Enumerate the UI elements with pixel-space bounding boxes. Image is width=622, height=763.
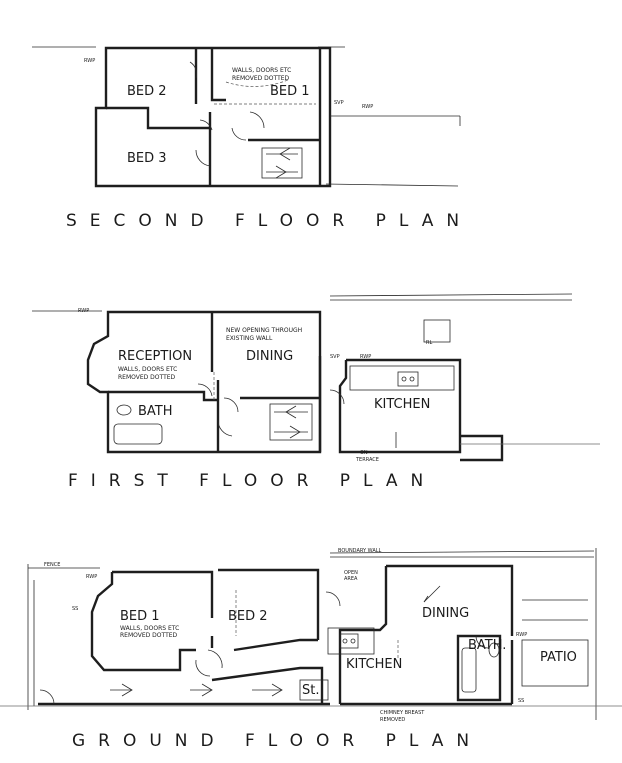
ground-room-patio-label: PATIO: [540, 650, 577, 665]
first-floor-walls-note-line-2: REMOVED DOTTED: [118, 374, 176, 381]
ground-room-dining-label: DINING: [422, 606, 469, 621]
new-opening-note-line-1: NEW OPENING THROUGH: [226, 327, 302, 334]
ground-floor-ss-label: SS: [72, 606, 78, 612]
ground-floor-walls-note-line-2: REMOVED DOTTED: [120, 632, 178, 639]
first-floor-rwp-label: RWP: [78, 308, 89, 314]
new-opening-note-line-2: EXISTING WALL: [226, 335, 273, 342]
second-floor-plan: RWP SVP RWP BED 2 BED 1 BED 3 WALLS, DOO…: [32, 46, 461, 188]
chimney-note-line-2: REMOVED: [380, 717, 405, 723]
second-floor-rwp-label: RWP: [84, 58, 95, 64]
stairs-label: St.: [302, 683, 319, 698]
second-floor-svp-label: SVP: [334, 100, 344, 106]
ground-floor-rwp-label: RWP: [86, 574, 97, 580]
boundary-wall-label: BOUNDARY WALL: [338, 548, 382, 554]
first-floor-walls-note-line-1: WALLS, DOORS ETC: [118, 366, 177, 373]
first-floor-plan-title: FIRST FLOOR PLAN: [68, 471, 437, 491]
terrace-note-line-2: TERRACE: [355, 457, 379, 463]
chimney-note-line-1: CHIMNEY BREAST: [380, 710, 425, 716]
patio-rwp-label: RWP: [516, 632, 527, 638]
walls-removed-note-line-1: WALLS, DOORS ETC: [232, 67, 291, 74]
room-bed-1-label: BED 1: [270, 84, 310, 99]
room-bed-3-label: BED 3: [127, 151, 167, 166]
ground-floor-walls-note-line-1: WALLS, DOORS ETC: [120, 625, 179, 632]
first-floor-plan: RWP SVP RWP RL RECEPTION DINING BATH KIT…: [32, 293, 600, 463]
first-floor-rl-label: RL: [426, 340, 432, 346]
patio-ss-label: SS: [518, 698, 524, 704]
first-floor-rwp-right-label: RWP: [360, 354, 371, 360]
open-area-note-line-1: OPEN: [344, 570, 358, 576]
second-floor-rwp-right-label: RWP: [362, 104, 373, 110]
room-dining-label: DINING: [246, 349, 293, 364]
fence-label: FENCE: [44, 562, 60, 568]
room-kitchen-label: KITCHEN: [374, 397, 430, 412]
room-bed-2-label: BED 2: [127, 84, 167, 99]
ground-room-kitchen-label: KITCHEN: [346, 657, 402, 672]
ground-floor-plan-title: GROUND FLOOR PLAN: [72, 731, 483, 751]
ground-room-bed-1-label: BED 1: [120, 609, 160, 624]
room-reception-label: RECEPTION: [118, 349, 192, 364]
open-area-note-line-2: AREA: [344, 576, 358, 582]
room-bath-label: BATH: [138, 404, 173, 419]
ground-room-bath-label: BATH.: [468, 638, 506, 653]
ground-room-bed-2-label: BED 2: [228, 609, 268, 624]
terrace-note-line-1: ON: [360, 450, 368, 456]
second-floor-plan-title: SECOND FLOOR PLAN: [66, 211, 473, 231]
first-floor-svp-label: SVP: [330, 354, 340, 360]
ground-floor-plan: RWP SS RWP SS FENCE BOUNDARY WALL OPEN A…: [0, 548, 622, 723]
walls-removed-note-line-2: REMOVED DOTTED: [232, 75, 290, 82]
